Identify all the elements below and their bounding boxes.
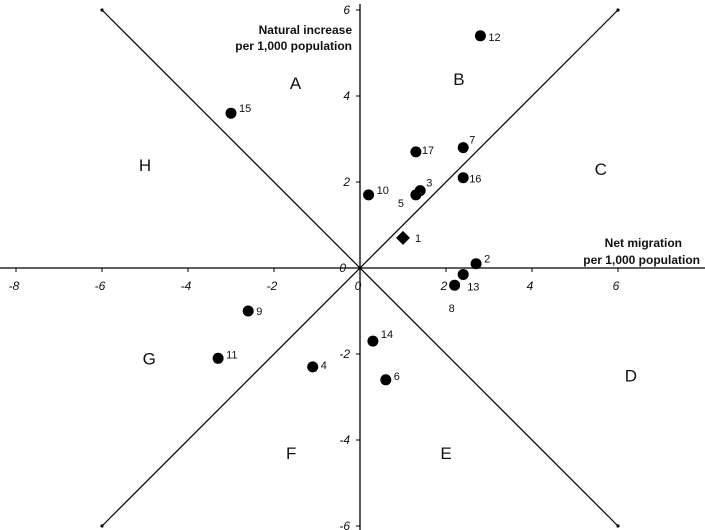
region-label-f: F [286,444,296,463]
data-point-6 [380,374,392,386]
data-point-13 [457,268,469,280]
data-point-label: 3 [426,178,432,190]
region-label-b: B [453,70,464,89]
data-point-14 [367,335,379,347]
x-tick-label: -6 [95,279,106,293]
x-tick-label: 4 [527,279,534,293]
data-point-label: 15 [239,103,251,115]
region-label-d: D [625,367,637,386]
y-axis-title-line-1: Natural increase [259,23,353,37]
data-point-label: 9 [256,306,262,318]
data-point-12 [474,30,486,42]
y-tick-label: 6 [343,3,350,17]
region-label-h: H [139,156,151,175]
data-point-label: 10 [377,185,389,197]
data-point-label: 1 [415,233,421,245]
y-tick-label: 4 [343,89,350,103]
data-point-label: 13 [467,281,479,293]
data-point-label: 6 [394,371,400,383]
x-tick-label: 6 [613,279,620,293]
y-tick-label: -6 [339,519,350,530]
axis-titles: Natural increase per 1,000 population Ne… [235,23,700,267]
region-label-e: E [440,444,451,463]
y-tick-label: -4 [339,433,350,447]
x-tick-label: -2 [267,279,278,293]
data-point-5 [410,189,422,201]
data-point-label: 12 [488,32,500,44]
x-tick-label: -8 [9,279,20,293]
data-point-label: 5 [398,198,404,210]
y-axis-title-line-2: per 1,000 population [235,39,352,53]
x-axis-title-line-1: Net migration [605,236,682,250]
data-point-7 [457,142,469,154]
x-tick-label: 0 [355,279,362,293]
x-axis-title-line-2: per 1,000 population [583,253,700,267]
data-point-label: 7 [469,135,475,147]
y-tick-label: -2 [339,347,350,361]
dividing-line-end [616,8,620,12]
data-point-11 [212,352,224,364]
region-label-g: G [143,349,156,368]
data-point-label: 16 [469,174,481,186]
region-label-c: C [595,160,607,179]
tick-labels: -8 -6 -4 -2 0 2 4 6 -6 -4 -2 2 4 6 0 [9,3,620,530]
data-point-label: 17 [422,145,434,157]
dividing-line-end [616,524,620,528]
y-tick-label: 2 [342,175,350,189]
data-point-15 [225,107,237,119]
y-tick-label: 0 [339,261,346,275]
data-point-label: 8 [449,303,455,315]
x-tick-label: 2 [440,279,448,293]
region-label-a: A [290,74,302,93]
x-tick-label: -4 [181,279,192,293]
data-point-10 [363,189,375,201]
data-point-2 [470,258,482,270]
data-point-16 [457,172,469,184]
data-point-label: 14 [381,329,393,341]
data-point-label: 4 [321,360,327,372]
data-point-label: 2 [484,254,490,266]
data-point-1 [396,230,410,245]
data-point-label: 11 [226,349,237,361]
dividing-line-end [100,524,104,528]
data-point-4 [307,361,319,373]
axes [0,4,705,530]
data-point-17 [410,146,422,158]
data-point-9 [242,305,254,317]
region-labels: A B C D E F G H [139,70,637,463]
dividing-line-end [100,8,104,12]
data-point-8 [449,279,461,291]
